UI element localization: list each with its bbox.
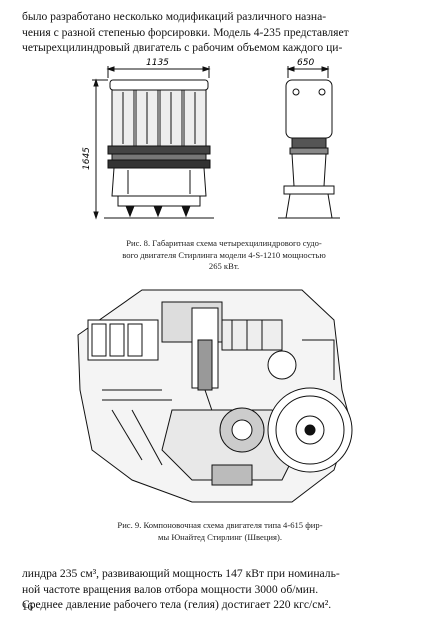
caption-line: Рис. 8. Габаритная схема четырехцилиндро… [126,238,322,248]
text-line: ной частоте вращения валов отбора мощнос… [22,582,319,596]
text-line: Среднее давление рабочего тела (гелия) д… [22,598,332,611]
dimension-label-height: 1645 [82,147,92,170]
dimension-label-width-front: 1135 [146,58,169,68]
caption-line: 265 кВт. [208,261,240,271]
bottom-paragraph: линдра 235 см³, развивающий мощность 147… [22,566,402,613]
text-line: четырехцилиндровый двигатель с рабочим о… [22,41,343,54]
top-paragraph: было разработано несколько модификаций р… [22,9,402,56]
text-line: было разработано несколько модификаций р… [22,10,327,23]
text-line: линдра 235 см³, развивающий мощность 147… [22,567,340,580]
text-line: чения с разной степенью форсировки. Моде… [22,25,349,39]
figure-9-cutaway-illustration [77,289,353,503]
page-number: 16 [22,601,33,613]
figure-8-caption: Рис. 8. Габаритная схема четырехцилиндро… [78,238,370,273]
caption-line: мы Юнайтед Стирлинг (Швеция). [157,531,282,542]
caption-line: вого двигателя Стирлинга модели 4-S-1210… [122,249,326,260]
caption-line: Рис. 9. Компоновочная схема двигателя ти… [117,520,323,530]
figure-9-caption: Рис. 9. Компоновочная схема двигателя ти… [60,520,380,543]
dimension-label-width-side: 650 [297,58,314,68]
figure-8-drawing: 1135 650 1645 [82,58,340,220]
